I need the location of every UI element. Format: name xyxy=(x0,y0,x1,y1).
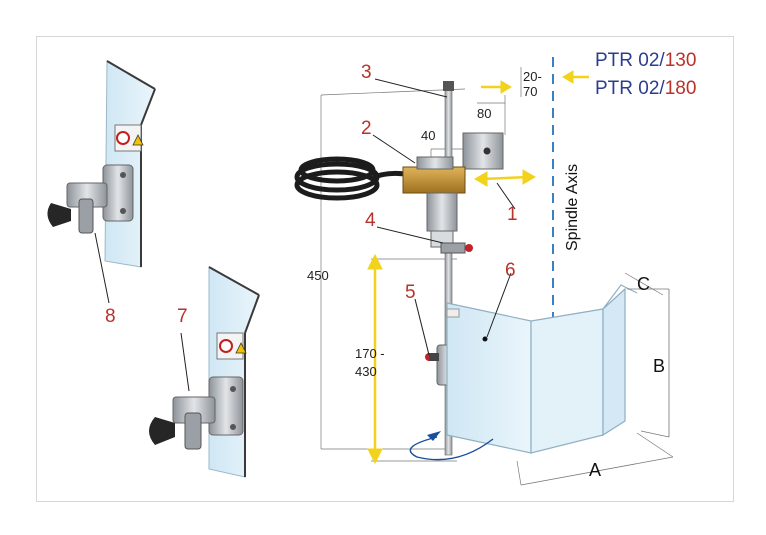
detail-clamp-7 xyxy=(149,266,260,478)
spindle-axis-label: Spindle Axis xyxy=(564,163,581,251)
model-prefix: PTR 02/ xyxy=(595,78,665,99)
dim-40: 40 xyxy=(421,128,436,143)
diagram-artwork xyxy=(47,57,674,486)
callout-2: 2 xyxy=(361,118,372,139)
dim-A: A xyxy=(589,460,602,480)
callout-7: 7 xyxy=(177,306,188,327)
motor-housing xyxy=(426,192,458,232)
dim-450: 450 xyxy=(307,268,329,283)
shield-panel-right xyxy=(602,287,626,437)
dim-B: B xyxy=(653,356,666,376)
warning-triangle-icon xyxy=(132,134,144,146)
shield-panel-left xyxy=(446,302,532,454)
model-size: 130 xyxy=(664,50,697,71)
callout-8: 8 xyxy=(105,306,116,327)
dim-range-line1: 170 - xyxy=(355,346,385,361)
diagram-frame: PTR 02/130 PTR 02/180 Spindle Axis 3 2 4… xyxy=(36,36,734,502)
callout-3: 3 xyxy=(361,62,372,83)
wing-knob xyxy=(47,203,71,227)
callout-4: 4 xyxy=(365,210,376,231)
callout-6: 6 xyxy=(505,260,516,281)
model-label-180: PTR 02/180 xyxy=(595,79,696,98)
callout-1: 1 xyxy=(507,204,518,225)
dim-range-line2: 430 xyxy=(355,364,377,379)
dim-C: C xyxy=(637,274,650,294)
model-label-130: PTR 02/130 xyxy=(595,51,696,70)
cable-coil xyxy=(294,156,410,201)
shield-panel-middle xyxy=(530,308,604,454)
dim-80: 80 xyxy=(477,106,492,121)
detail-clamp-8 xyxy=(47,60,156,304)
red-knob-4 xyxy=(465,244,473,252)
main-assembly xyxy=(294,57,674,486)
prohibition-icon xyxy=(116,131,130,145)
model-size: 180 xyxy=(664,78,697,99)
callout-5: 5 xyxy=(405,282,416,303)
adjust-arrows xyxy=(367,70,589,465)
model-prefix: PTR 02/ xyxy=(595,50,665,71)
dim-offset: 20- 70 xyxy=(523,69,542,99)
